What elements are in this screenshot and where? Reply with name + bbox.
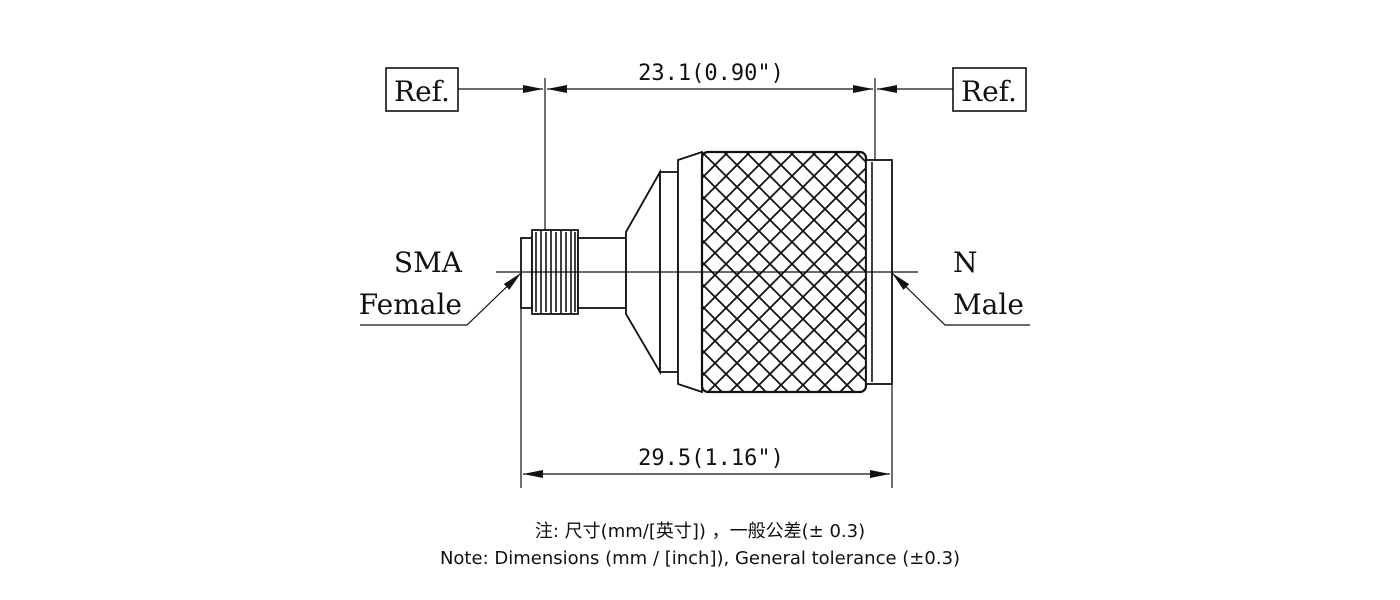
note-english: Note: Dimensions (mm / [inch]), General … (439, 548, 961, 569)
left-end-line1: SMA (394, 246, 463, 279)
sma-tip (520, 237, 533, 309)
ref-box-left-frame (385, 67, 459, 112)
left-end-label: SMA Female (359, 246, 522, 326)
right-end-line2: Male (953, 288, 1024, 321)
right-end-label: N Male (891, 246, 1030, 326)
neck (577, 237, 627, 309)
right-end-line1: N (953, 246, 978, 279)
right-end-leader (891, 272, 1030, 326)
top-dimension-label: 23.1(0.90") (638, 61, 784, 86)
bottom-dimension: 29.5(1.16") (520, 308, 893, 488)
left-end-line2: Female (359, 288, 462, 321)
ref-box-right: Ref. (952, 67, 1027, 112)
ref-box-left: Ref. (385, 67, 459, 112)
top-dimension: 23.1(0.90") (458, 61, 953, 265)
connector-body (496, 150, 918, 394)
ref-box-left-label: Ref. (394, 75, 450, 108)
ref-box-right-label: Ref. (961, 75, 1017, 108)
note-chinese: 注: 尺寸(mm/[英寸]) ，一般公差(± 0.3) (534, 521, 866, 542)
left-end-leader (360, 272, 522, 326)
notes-block: 注: 尺寸(mm/[英寸]) ，一般公差(± 0.3) Note: Dimens… (0, 518, 1400, 572)
bottom-dimension-label: 29.5(1.16") (638, 446, 784, 471)
ref-box-right-frame (952, 67, 1027, 112)
